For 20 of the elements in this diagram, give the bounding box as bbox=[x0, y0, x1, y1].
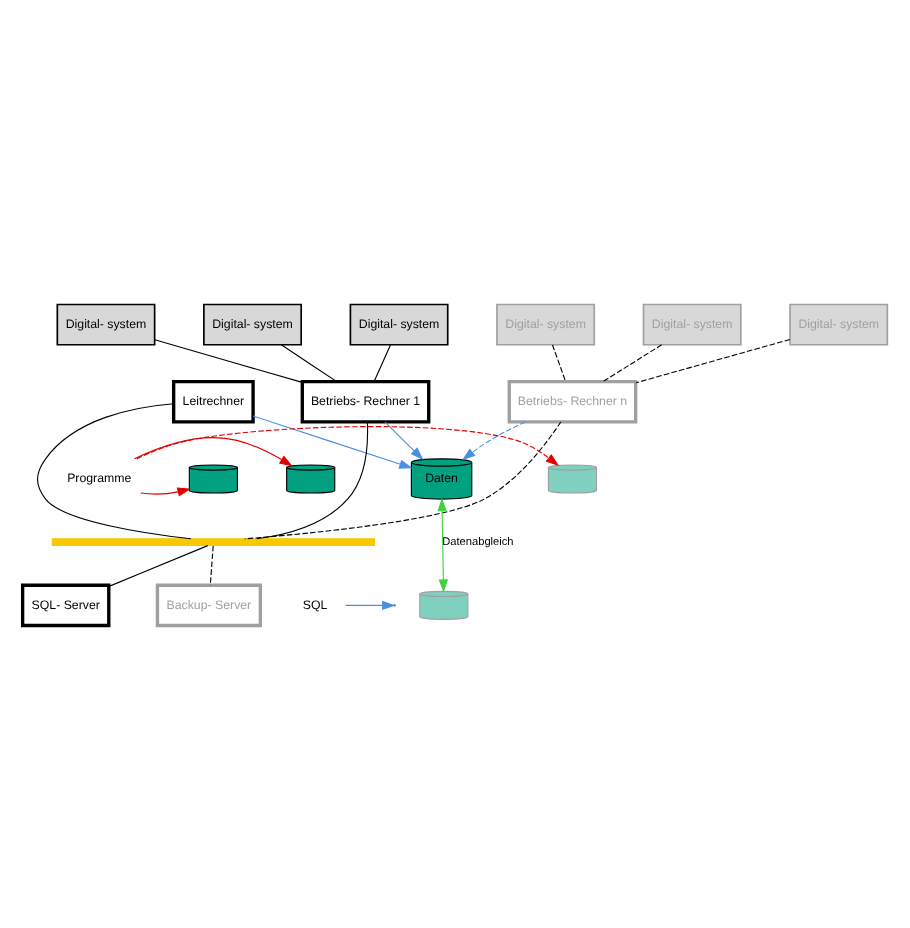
arrow bbox=[136, 425, 559, 466]
arrow bbox=[462, 420, 526, 460]
arrow bbox=[345, 599, 396, 610]
node-bar bbox=[51, 537, 375, 546]
connector bbox=[280, 343, 338, 382]
arrow bbox=[252, 414, 413, 468]
arrow bbox=[133, 436, 293, 466]
arrow bbox=[384, 420, 424, 460]
connector bbox=[551, 343, 567, 381]
connector bbox=[602, 343, 663, 382]
connector bbox=[154, 338, 303, 382]
connector bbox=[635, 337, 791, 383]
arrow bbox=[437, 496, 449, 592]
connector bbox=[244, 420, 562, 539]
connector bbox=[36, 402, 192, 539]
arrow bbox=[140, 486, 191, 496]
connector bbox=[256, 420, 369, 539]
connector bbox=[373, 343, 391, 381]
connector bbox=[209, 544, 214, 585]
connector bbox=[108, 544, 209, 586]
